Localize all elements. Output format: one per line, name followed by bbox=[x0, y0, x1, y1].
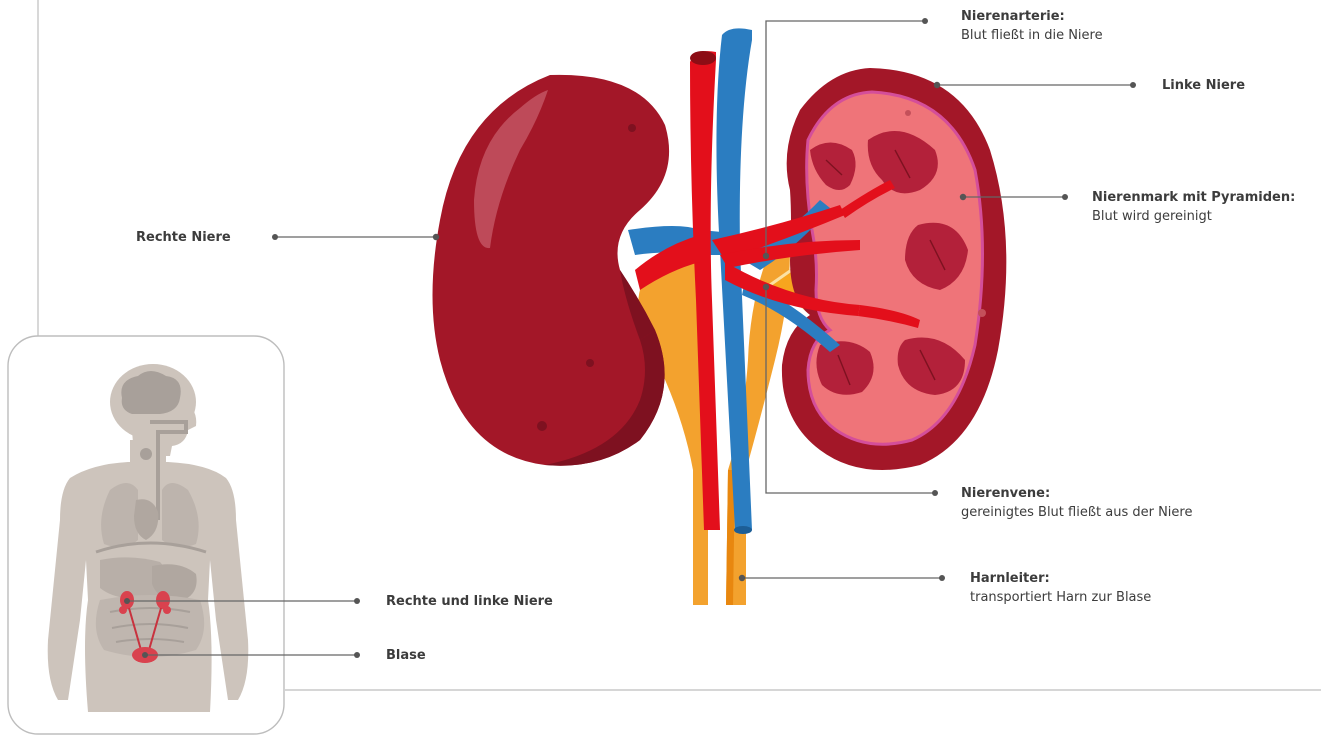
label-rechte-niere: Rechte Niere bbox=[136, 228, 231, 247]
label-nierenvene: Nierenvene: gereinigtes Blut fließt aus … bbox=[961, 484, 1192, 522]
label-title: Blase bbox=[386, 646, 426, 665]
label-linke-niere: Linke Niere bbox=[1162, 76, 1245, 95]
label-title: Harnleiter: bbox=[970, 569, 1151, 588]
label-harnleiter: Harnleiter: transportiert Harn zur Blase bbox=[970, 569, 1151, 607]
label-title: Nierenmark mit Pyramiden: bbox=[1092, 188, 1295, 207]
label-title: Rechte und linke Niere bbox=[386, 592, 553, 611]
label-title: Nierenvene: bbox=[961, 484, 1192, 503]
left-kidney bbox=[782, 68, 1006, 470]
label-description: Blut wird gereinigt bbox=[1092, 207, 1295, 226]
label-title: Nierenarterie: bbox=[961, 7, 1103, 26]
label-blase: Blase bbox=[386, 646, 426, 665]
kidney-illustration bbox=[433, 28, 1007, 605]
pyramid-5 bbox=[816, 341, 873, 394]
label-description: gereinigtes Blut fließt aus der Niere bbox=[961, 503, 1192, 522]
label-title: Rechte Niere bbox=[136, 228, 231, 247]
label-title: Linke Niere bbox=[1162, 76, 1245, 95]
label-nierenarterie: Nierenarterie: Blut fließt in die Niere bbox=[961, 7, 1103, 45]
label-description: Blut fließt in die Niere bbox=[961, 26, 1103, 45]
right-kidney bbox=[433, 75, 670, 466]
label-rechte-und-linke-niere: Rechte und linke Niere bbox=[386, 592, 553, 611]
label-description: transportiert Harn zur Blase bbox=[970, 588, 1151, 607]
body-inset-panel bbox=[8, 336, 284, 734]
label-nierenmark: Nierenmark mit Pyramiden: Blut wird gere… bbox=[1092, 188, 1295, 226]
